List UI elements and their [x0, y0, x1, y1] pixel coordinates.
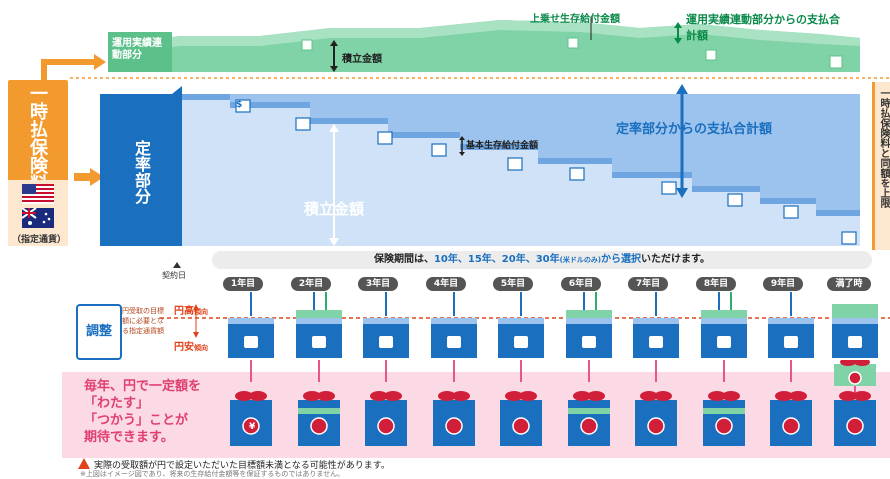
yen-high-text: 円高 [174, 306, 194, 317]
warning-line-1: 実際の受取額が円で設定いただいた目標額未満となる可能性があります。 [94, 461, 390, 471]
pink-line-3: 「つかう」ことが [84, 413, 189, 428]
year-pill: 8年目 [696, 277, 736, 291]
fixed-accumulation-label: 積立金額 [304, 200, 365, 218]
pink-message: 毎年、円で一定額を 「わたす」 「つかう」ことが 期待できます。 [84, 378, 234, 446]
year-pill: 7年目 [628, 277, 668, 291]
fixed-part-label: 定率部分 [132, 140, 151, 204]
term-usd-note: (米ドルのみ) [559, 256, 602, 264]
premium-title: 一時払保険料 [27, 84, 48, 192]
year-pill: 5年目 [493, 277, 533, 291]
basic-survival-label: 基本生存給付金額 [466, 141, 539, 151]
upper-limit-note: 一時払保険料と同額を上限 [878, 88, 889, 208]
variable-accumulation-label: 積立金額 [342, 54, 382, 65]
year-pill: 6年目 [561, 277, 601, 291]
variable-total-label: 運用実績連動部分からの支払合計額 [686, 13, 840, 42]
term-suffix: いただけます。 [641, 254, 711, 265]
extra-survival-label: 上乗せ生存給付金額 [530, 14, 620, 25]
term-options: 10年、15年、20年、30年 [433, 254, 560, 265]
year-pill: 満了時 [827, 277, 871, 291]
year-pill: 3年目 [358, 277, 398, 291]
yen-icon: ¥ [249, 422, 256, 432]
fixed-part-area [100, 82, 880, 250]
gift-row-graphic [160, 358, 890, 456]
yen-low-text: 円安 [174, 342, 194, 353]
warning-line-2: ※上図はイメージ図であり、将来の生存給付金額等を保証するものではありません。 [80, 470, 345, 478]
adjust-label: 調整 [85, 324, 112, 339]
variable-part-graphic [41, 18, 890, 80]
pink-section [62, 372, 890, 458]
term-prefix: 保険期間は、 [373, 254, 434, 265]
dollar-icon: $ [236, 100, 243, 110]
yen-high-label: 円高傾向 [174, 302, 208, 317]
yen-low-suffix: 傾向 [194, 344, 208, 352]
year-pill: 4年目 [426, 277, 466, 291]
year-pill: 2年目 [291, 277, 331, 291]
pink-line-1: 毎年、円で一定額を [84, 379, 202, 394]
adjust-label-box: 調整 [76, 304, 122, 360]
currency-note: （指定通貨） [11, 235, 66, 245]
term-banner: 保険期間は、10年、15年、20年、30年(米ドルのみ)から選択いただけます。 [212, 251, 872, 269]
pink-line-2: 「わたす」 [84, 396, 150, 411]
fixed-total-label: 定率部分からの支払合計額 [616, 122, 773, 137]
us-flag-icon [22, 184, 54, 204]
upper-limit-box: 一時払保険料と同額を上限 [872, 82, 890, 250]
pink-line-4: 期待できます。 [84, 430, 174, 445]
premium-to-fixed-arrow [74, 168, 104, 186]
yen-high-suffix: 傾向 [194, 308, 208, 316]
fixed-part-graphic [100, 84, 860, 246]
variable-part-label: 運用実績連動部分 [112, 38, 162, 61]
adjust-note: 円受取の目標額に必要となる指定通貨額 [122, 307, 164, 335]
start-marker-icon [173, 262, 181, 268]
variable-part-area: 運用実績連動部分 積立金額 上乗せ生存給付金額 運用実績連動部分からの支払合計額 [0, 0, 890, 80]
warning-icon [78, 458, 90, 469]
year-pill: 1年目 [223, 277, 263, 291]
adjust-row-graphic [160, 290, 890, 370]
yen-low-label: 円安傾向 [174, 338, 208, 353]
year-pill: 9年目 [763, 277, 803, 291]
term-highlight: から選択 [601, 254, 642, 265]
start-date-label: 契約日 [162, 271, 186, 280]
australia-flag-icon [21, 207, 54, 228]
